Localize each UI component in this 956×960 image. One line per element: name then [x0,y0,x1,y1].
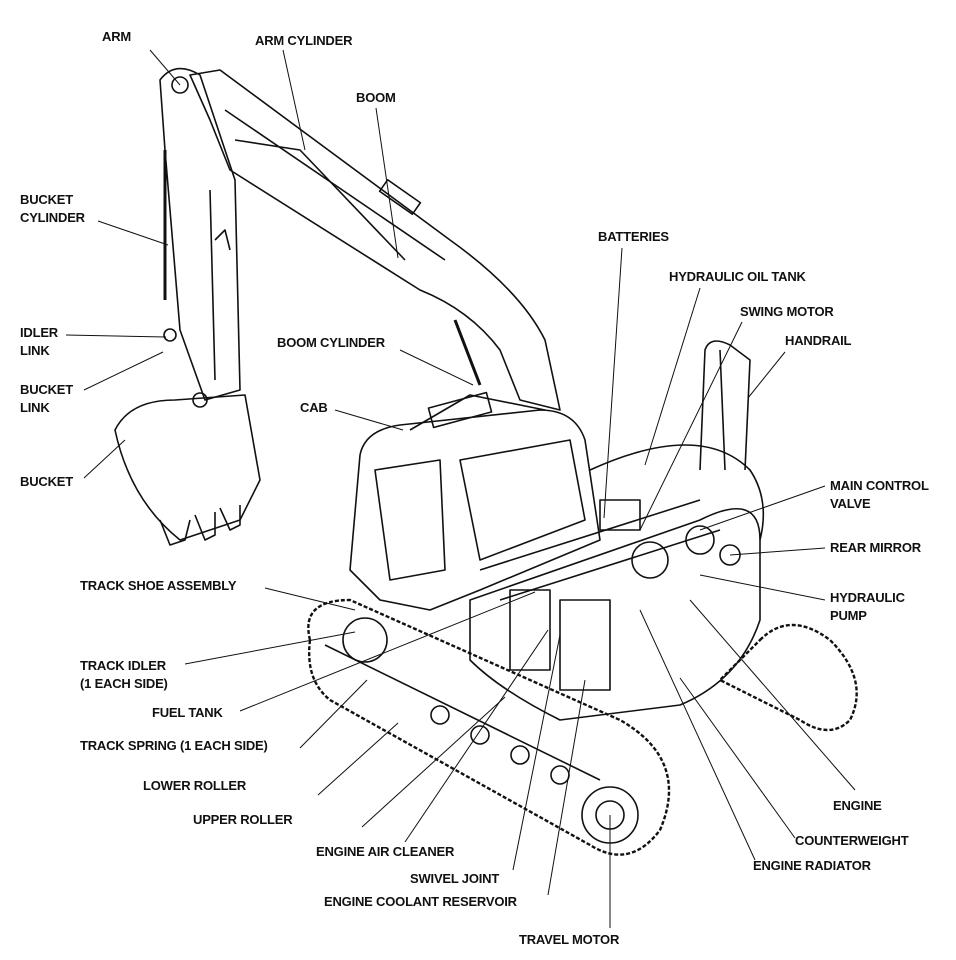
label-bucket: BUCKET [20,474,73,489]
cab [349,391,601,611]
label-line: MAIN CONTROL [830,478,929,493]
label-hydraulic-oil-tank: HYDRAULIC OIL TANK [669,269,806,284]
label-engine-radiator: ENGINE RADIATOR [753,858,871,873]
label-line: LINK [20,400,50,415]
left-track [307,598,671,856]
label-swing-motor: SWING MOTOR [740,304,834,319]
label-batteries: BATTERIES [598,229,669,244]
label-track-idler: TRACK IDLER (1 EACH SIDE) [80,657,168,693]
label-engine-coolant-reservoir: ENGINE COOLANT RESERVOIR [324,894,517,909]
bucket [114,394,261,546]
label-line: CYLINDER [20,210,85,225]
label-arm-cylinder: ARM CYLINDER [255,33,353,48]
label-travel-motor: TRAVEL MOTOR [519,932,620,947]
label-line: PUMP [830,608,867,623]
label-line: BUCKET [20,192,73,207]
leader-lines [65,49,856,928]
label-line: IDLER [20,325,59,340]
label-engine-air-cleaner: ENGINE AIR CLEANER [316,844,455,859]
label-line: BUCKET [20,382,73,397]
label-line: (1 EACH SIDE) [80,676,168,691]
label-line: HYDRAULIC [830,590,905,605]
label-handrail: HANDRAIL [785,333,852,348]
handrail [699,340,751,471]
upper-structure [469,444,765,721]
label-track-shoe-assembly: TRACK SHOE ASSEMBLY [80,578,237,593]
label-line: VALVE [830,496,871,511]
label-track-spring: TRACK SPRING (1 EACH SIDE) [80,738,268,753]
label-boom-cylinder: BOOM CYLINDER [277,335,385,350]
label-upper-roller: UPPER ROLLER [193,812,293,827]
label-hydraulic-pump: HYDRAULIC PUMP [830,589,905,625]
label-lower-roller: LOWER ROLLER [143,778,247,793]
label-counterweight: COUNTERWEIGHT [795,833,909,848]
label-engine: ENGINE [833,798,882,813]
label-bucket-cylinder: BUCKET CYLINDER [20,191,85,227]
label-swivel-joint: SWIVEL JOINT [410,871,500,886]
label-fuel-tank: FUEL TANK [152,705,223,720]
arm [159,67,241,408]
label-boom: BOOM [356,90,396,105]
label-main-control-valve: MAIN CONTROL VALVE [830,477,929,513]
boom [189,69,561,411]
label-arm: ARM [102,29,132,44]
label-idler-link: IDLER LINK [20,324,58,360]
label-line: TRACK IDLER [80,658,166,673]
label-line: LINK [20,343,50,358]
label-cab: CAB [300,400,328,415]
label-rear-mirror: REAR MIRROR [830,540,921,555]
right-track [718,623,858,732]
label-bucket-link: BUCKET LINK [20,381,73,417]
